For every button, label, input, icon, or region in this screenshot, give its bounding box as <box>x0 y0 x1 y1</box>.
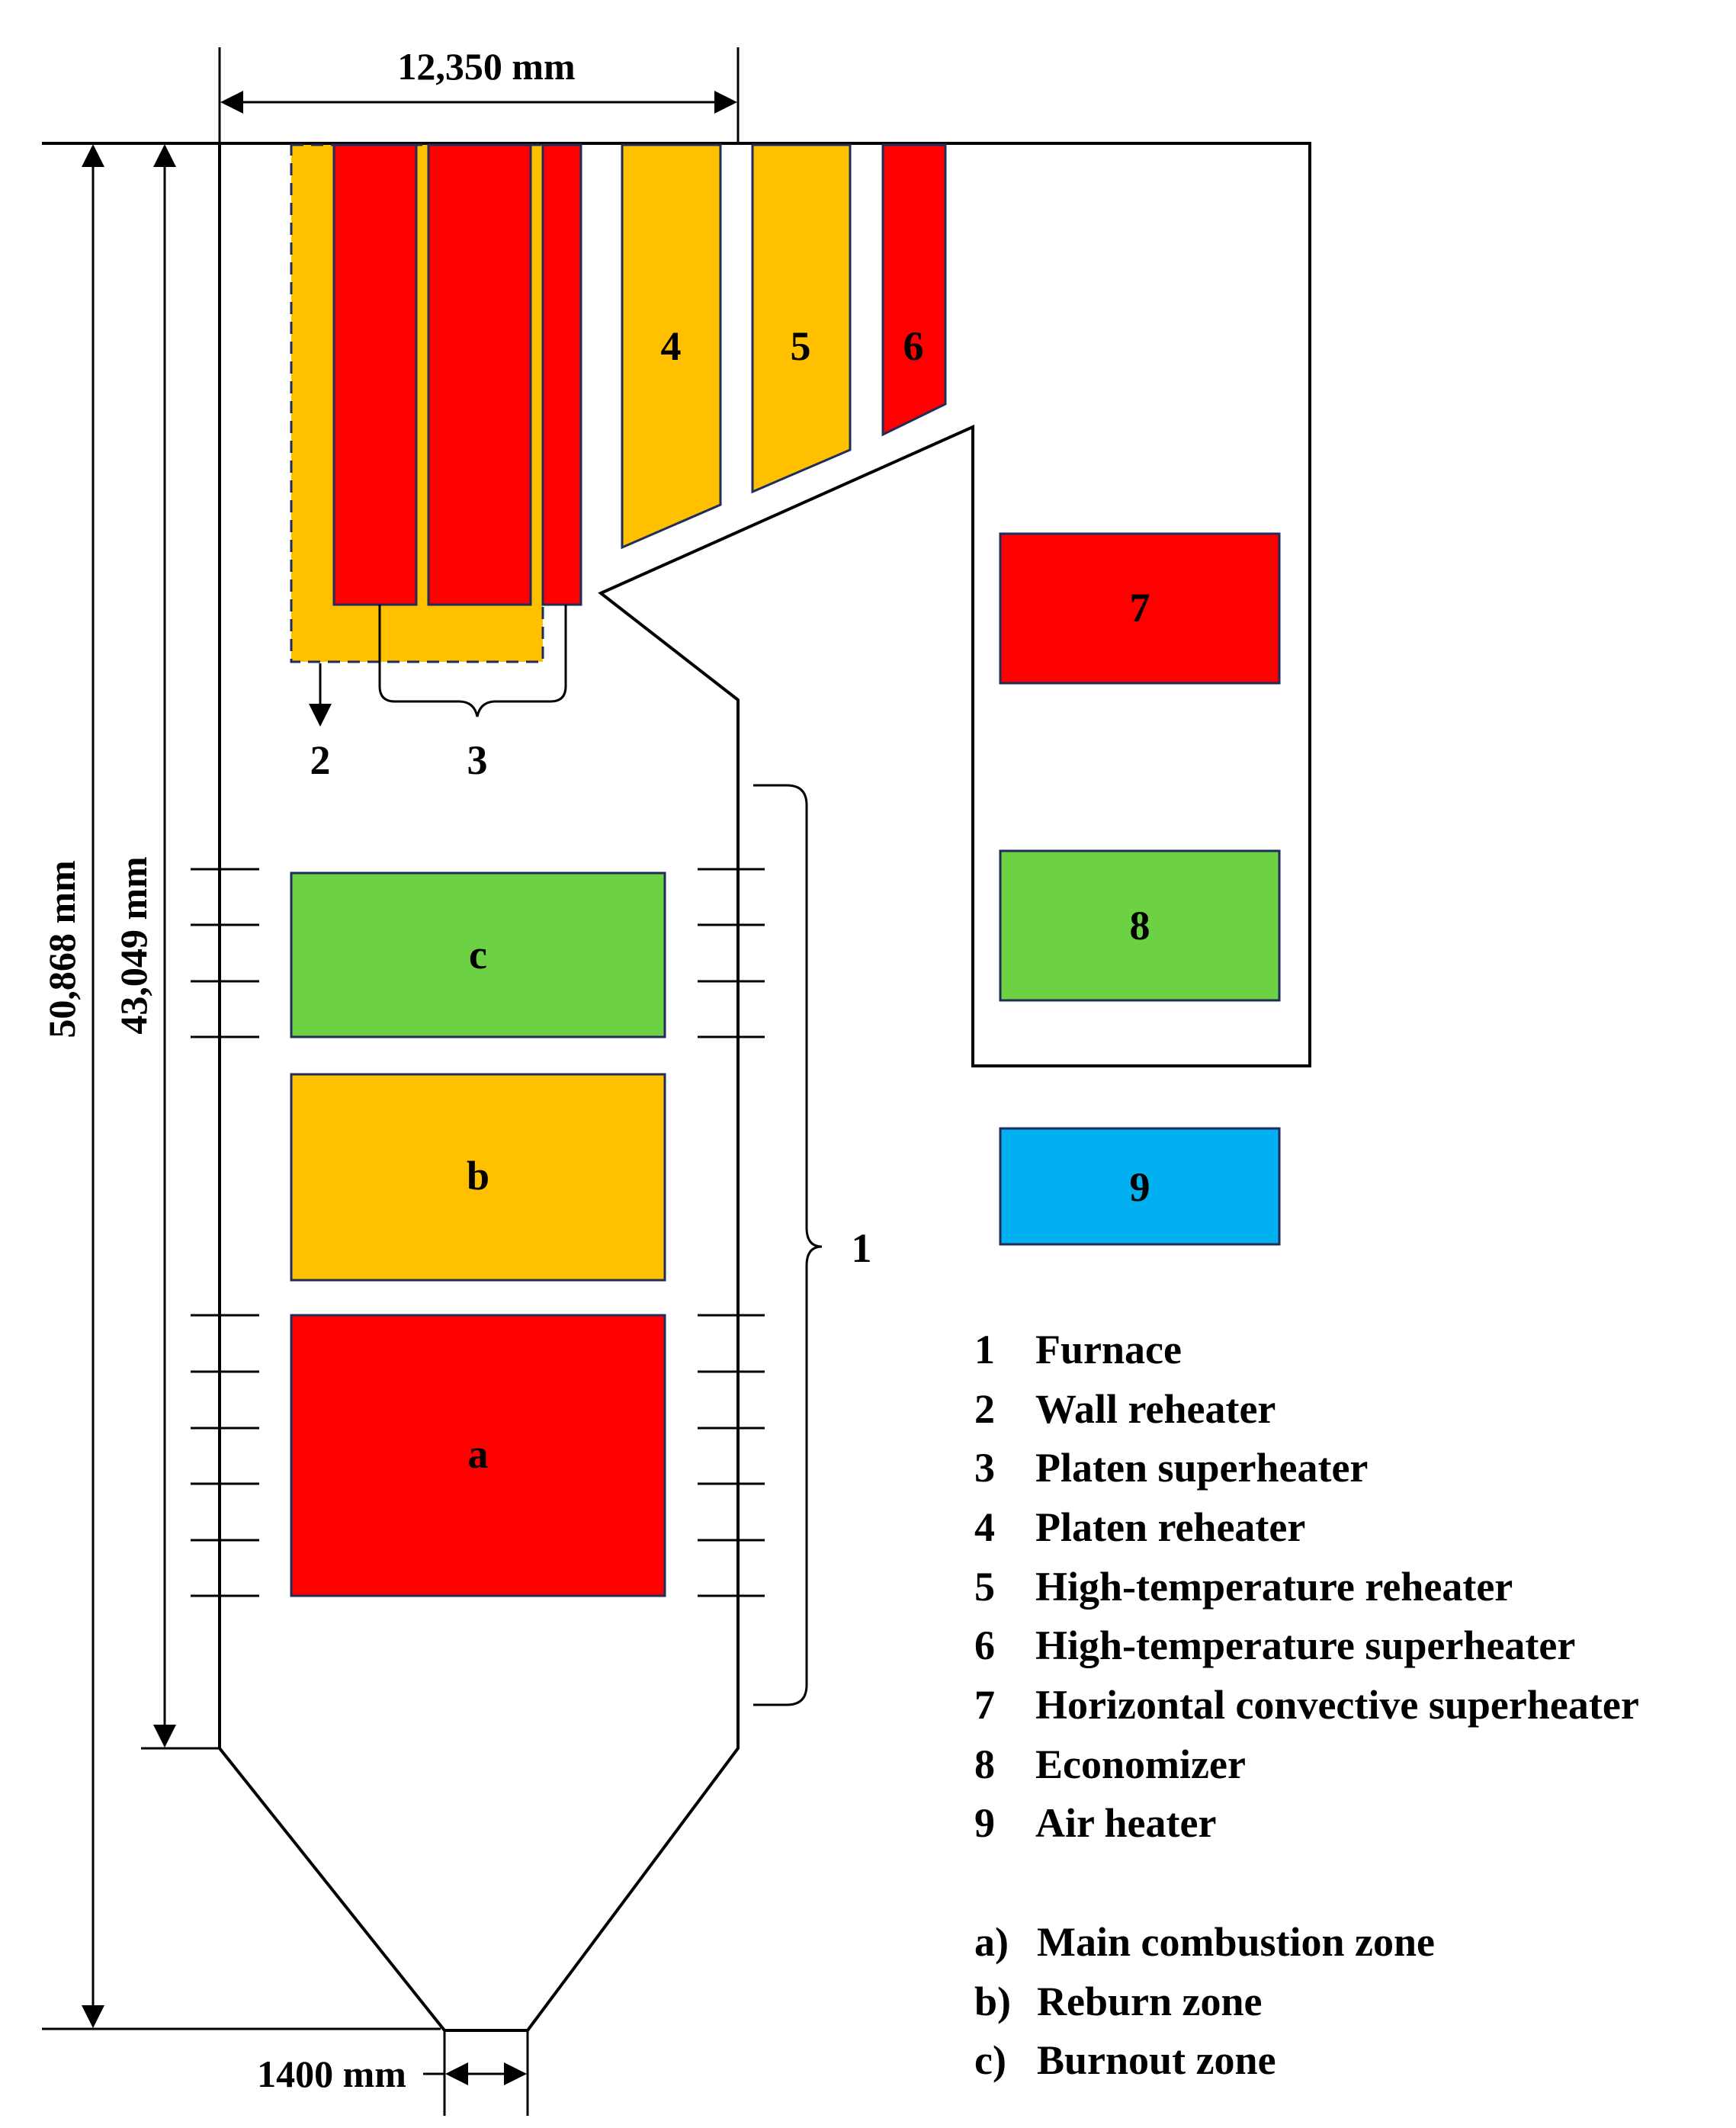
platen-superheater-panel-1 <box>332 143 418 606</box>
burnout-zone-label: c <box>469 932 487 977</box>
legend-label-8: Economizer <box>1035 1741 1246 1787</box>
callout-3-brace <box>378 605 567 717</box>
platen-superheater-panel-3 <box>541 143 582 606</box>
platen-reheater <box>621 143 722 550</box>
legend-zone-label-a: Main combustion zone <box>1037 1919 1435 1965</box>
legend-label-2: Wall reheater <box>1035 1386 1276 1432</box>
horizontal-convective-superheater <box>999 532 1281 685</box>
legend-zone-label-c: Burnout zone <box>1037 2037 1276 2083</box>
furnace-height-label: 43,049 mm <box>112 856 155 1034</box>
legend-zone-key-b: b) <box>974 1979 1011 2024</box>
legend-label-6: High-temperature superheater <box>1035 1622 1575 1668</box>
legend-num-5: 5 <box>974 1564 995 1610</box>
economizer-label: 8 <box>1130 903 1150 948</box>
high-temp-reheater <box>751 143 852 494</box>
top-width-label: 12,350 mm <box>397 45 575 88</box>
legend-zone-key-c: c) <box>974 2037 1006 2083</box>
callout-1-label: 1 <box>852 1225 872 1271</box>
legend-zone-key-a: a) <box>974 1919 1009 1965</box>
callout-3-label: 3 <box>467 737 488 783</box>
high-temp-superheater-label: 6 <box>903 323 924 369</box>
burnout-zone <box>290 871 666 1038</box>
air-heater <box>999 1127 1281 1246</box>
legend-label-5: High-temperature reheater <box>1035 1564 1513 1610</box>
horizontal-convective-superheater-label: 7 <box>1130 585 1150 631</box>
legend-num-6: 6 <box>974 1622 995 1668</box>
callout-1-brace <box>753 784 823 1706</box>
platen-superheater-panel-2 <box>427 143 532 606</box>
legend-num-3: 3 <box>974 1445 995 1491</box>
legend-num-2: 2 <box>974 1386 995 1432</box>
height-dimensions: 50,868 mm 43,049 mm <box>40 142 441 2030</box>
legend-num-8: 8 <box>974 1741 995 1787</box>
outlet-width-label: 1400 mm <box>257 2053 406 2095</box>
main-combustion-zone <box>290 1314 666 1597</box>
total-height-label: 50,868 mm <box>40 860 83 1038</box>
legend-num-4: 4 <box>974 1504 995 1550</box>
outlet-width-dimension: 1400 mm <box>257 2030 529 2116</box>
boiler-outline <box>218 142 1311 2032</box>
economizer <box>999 849 1281 1002</box>
legend-label-1: Furnace <box>1035 1327 1182 1372</box>
callout-2-label: 2 <box>310 737 331 783</box>
main-combustion-zone-label: a <box>468 1431 489 1477</box>
legend-num-9: 9 <box>974 1800 995 1846</box>
reburn-zone <box>290 1073 666 1282</box>
legend-label-3: Platen superheater <box>1035 1445 1368 1491</box>
legend-label-9: Air heater <box>1035 1800 1216 1846</box>
legend-label-7: Horizontal convective superheater <box>1035 1682 1639 1728</box>
top-width-dimension: 12,350 mm <box>218 45 740 143</box>
legend-zone-label-b: Reburn zone <box>1037 1979 1263 2024</box>
legend-num-1: 1 <box>974 1327 995 1372</box>
nozzle-ticks-lower <box>191 1314 765 1597</box>
nozzle-ticks-upper <box>191 868 765 1038</box>
legend-label-4: Platen reheater <box>1035 1504 1305 1550</box>
high-temp-superheater <box>881 143 947 437</box>
air-heater-label: 9 <box>1130 1164 1150 1210</box>
legend: 1 Furnace 2 Wall reheater 3 Platen super… <box>974 1327 1639 2083</box>
platen-reheater-label: 4 <box>661 323 682 369</box>
high-temp-reheater-label: 5 <box>791 323 811 369</box>
reburn-zone-label: b <box>467 1153 489 1199</box>
legend-num-7: 7 <box>974 1682 995 1728</box>
